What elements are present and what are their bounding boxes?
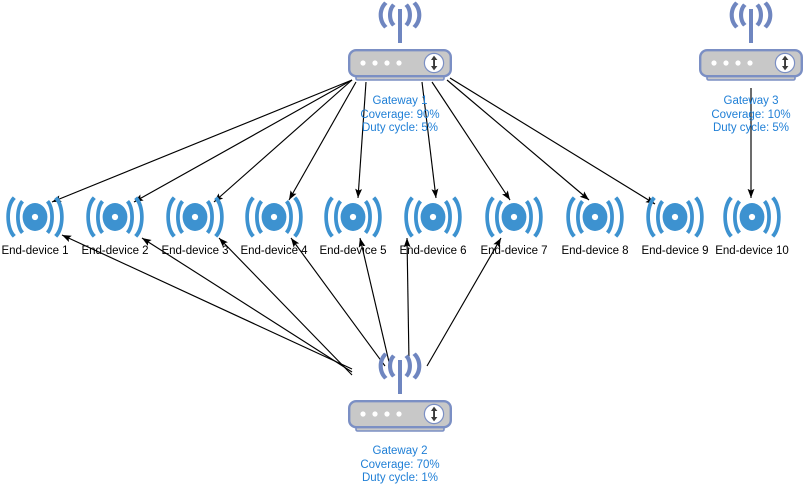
router-icon [348,49,452,81]
connection-edge [141,237,353,373]
end-device-2-icon[interactable] [85,194,145,245]
wireless-sensor-icon [723,196,781,238]
gateway-3-duty-cycle: Duty cycle: 5% [712,122,790,134]
connection-edge [449,77,656,205]
antenna-tower-icon [378,352,422,394]
end-device-8-icon[interactable] [565,194,625,245]
end-device-6-icon[interactable] [403,194,463,245]
end-device-7-icon[interactable] [484,194,544,245]
end-device-10-icon[interactable] [722,194,782,245]
gateway-3-coverage: Coverage: 10% [711,108,791,121]
wireless-sensor-icon [324,196,382,238]
router-icon [348,400,452,432]
gateway-3-name: Gateway 3 [723,95,779,107]
connection-edge [218,237,353,376]
end-device-7-label: End-device 7 [480,245,548,257]
end-device-2-label: End-device 2 [81,245,149,257]
gateway-3-antenna [729,1,773,48]
wireless-sensor-icon [566,196,624,238]
gateway-2-router[interactable] [348,400,452,441]
end-device-3-label: End-device 3 [161,245,229,257]
wireless-sensor-icon [166,196,224,238]
antenna-tower-icon [729,1,773,43]
end-device-10-label: End-device 10 [715,245,789,257]
end-device-9-icon[interactable] [645,194,705,245]
end-device-8-label: End-device 8 [561,245,629,257]
gateway-1-antenna [378,1,422,48]
gateway-2-coverage: Coverage: 70% [360,458,440,471]
wireless-sensor-icon [485,196,543,238]
gateway-2-antenna [378,352,422,399]
wireless-sensor-icon [646,196,704,238]
gateway-2-name: Gateway 2 [372,445,428,457]
end-device-4-icon[interactable] [244,194,304,245]
end-device-1-icon[interactable] [5,194,65,245]
connection-edge [51,79,353,203]
gateway-1-duty-cycle: Duty cycle: 5% [361,122,439,134]
end-device-5-icon[interactable] [323,194,383,245]
gateway-2-duty-cycle: Duty cycle: 1% [361,472,439,484]
wireless-sensor-icon [404,196,462,238]
end-device-3-icon[interactable] [165,194,225,245]
end-device-5-label: End-device 5 [319,245,387,257]
end-device-6-label: End-device 6 [399,245,467,257]
wireless-sensor-icon [6,196,64,238]
gateway-1-name: Gateway 1 [372,95,428,107]
end-device-4-label: End-device 4 [240,245,308,257]
gateway-1-router[interactable] [348,49,452,90]
end-device-1-label: End-device 1 [1,245,69,257]
router-icon [699,49,803,81]
gateway-1-coverage: Coverage: 90% [360,108,440,121]
gateway-3-router[interactable] [699,49,803,90]
wireless-sensor-icon [86,196,144,238]
antenna-tower-icon [378,1,422,43]
end-device-9-label: End-device 9 [641,245,709,257]
wireless-sensor-icon [245,196,303,238]
